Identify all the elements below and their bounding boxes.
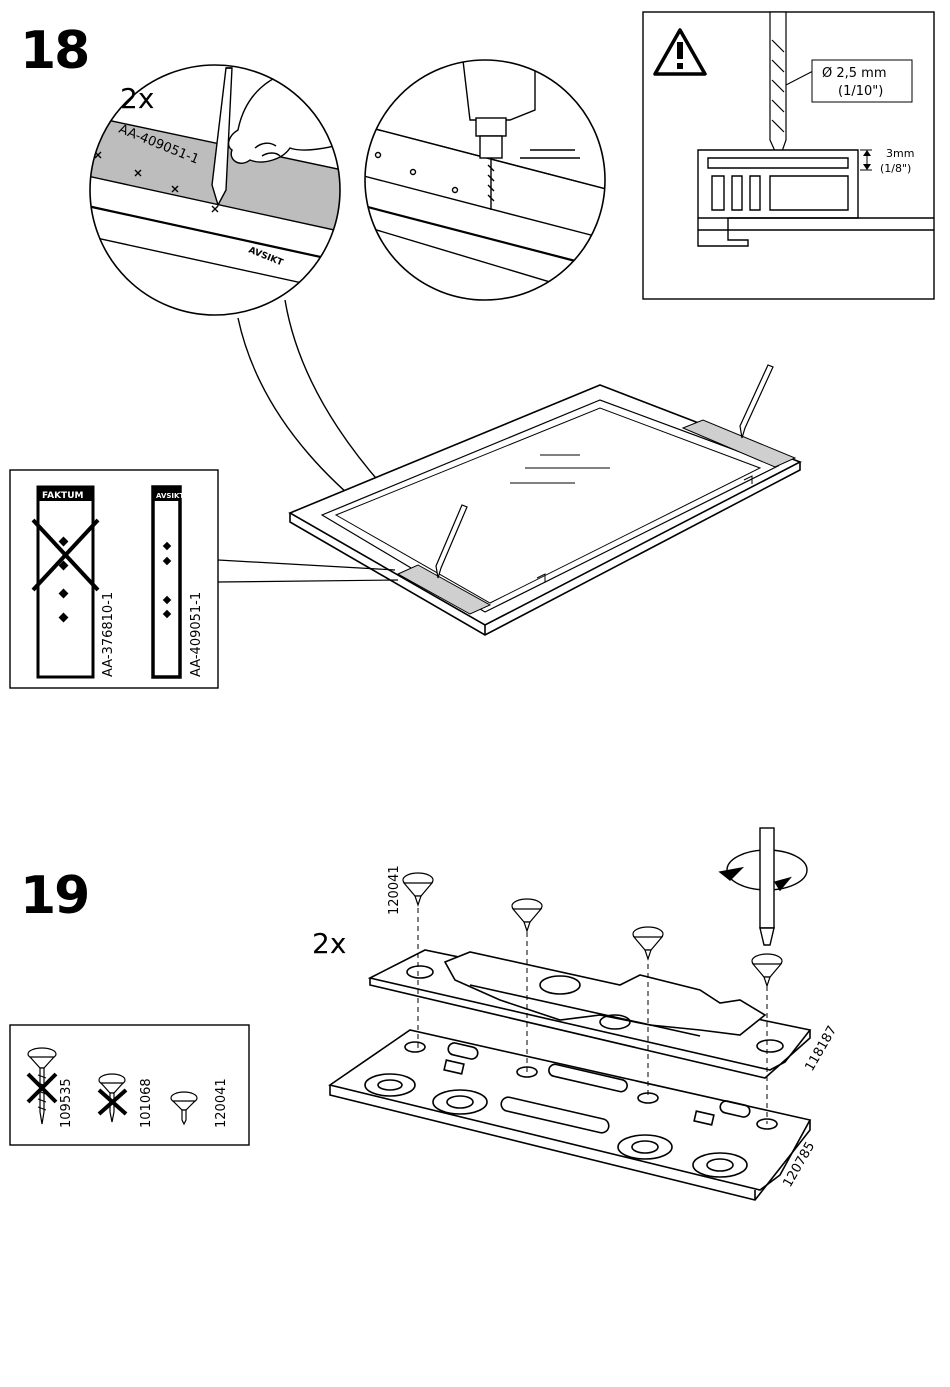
zoom-circle-drilling (360, 35, 610, 300)
drill-diameter-inch-label: (1/10") (838, 84, 883, 99)
drill-bit-icon (770, 12, 786, 160)
template-faktum-name: FAKTUM (42, 491, 84, 501)
template-avsikt-code: AA-409051-1 (189, 592, 204, 677)
zoom-circle-marking: AA-409051-1 AVSIKT (60, 65, 380, 315)
template-comparison-box: FAKTUM AA-376810-1 AVSIKT (10, 470, 218, 688)
drill-warning-box: Ø 2,5 mm (1/10") 3mm (1/8") (643, 12, 934, 299)
drill-depth-label: 3mm (886, 147, 914, 160)
template-avsikt-name: AVSIKT (156, 492, 184, 500)
drill-depth-inch-label: (1/8") (880, 162, 911, 175)
screw-code-label: 120041 (387, 865, 402, 915)
step-19-number: 19 (20, 866, 88, 926)
template-faktum-code: AA-376810-1 (101, 592, 116, 677)
screw-selection-box: 109535 101068 120041 (10, 1025, 249, 1145)
screw-109535-code: 109535 (59, 1078, 74, 1128)
step-18-quantity: 2x (120, 82, 154, 115)
screwdriver-icon (720, 828, 807, 945)
step-18-number: 18 (20, 21, 88, 81)
door-frame-illustration (290, 365, 800, 635)
drill-diameter-label: Ø 2,5 mm (822, 66, 887, 81)
screw-120041-code: 120041 (214, 1078, 229, 1128)
screw-101068-code: 101068 (139, 1078, 154, 1128)
step-19-quantity: 2x (312, 927, 346, 960)
mounting-plates-illustration (330, 873, 810, 1200)
